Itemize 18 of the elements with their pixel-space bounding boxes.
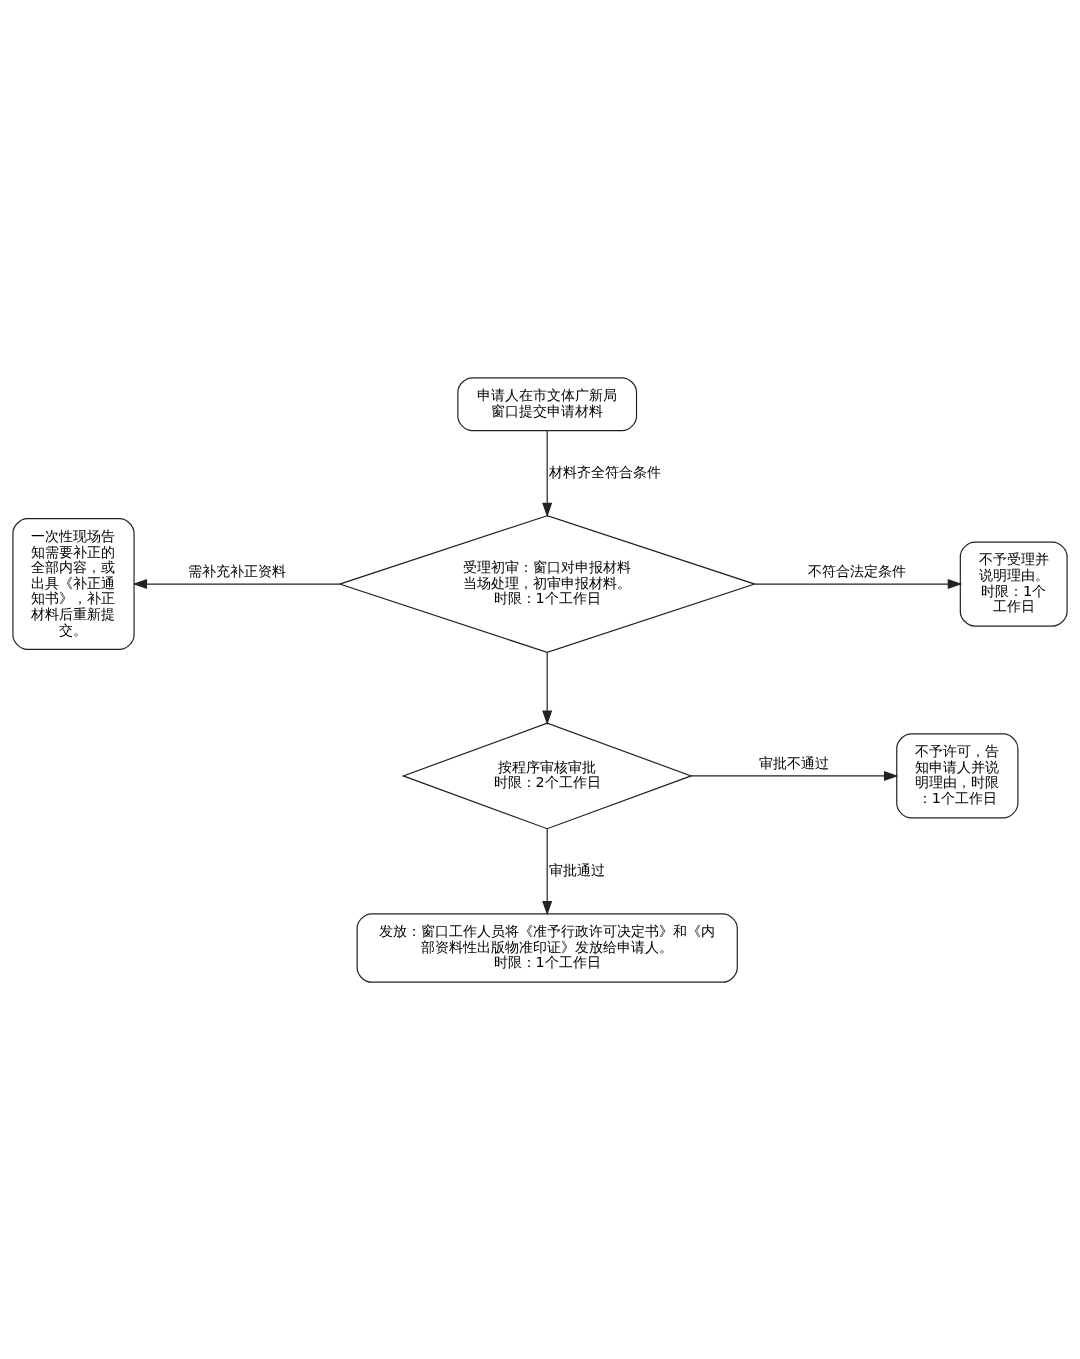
- arrow: [542, 827, 553, 915]
- edge-label: 审批通过: [548, 861, 605, 878]
- node-diamond: 按程序审核审批 时限：2个工作日: [401, 722, 693, 829]
- arrow: [542, 651, 553, 725]
- node-box: 申请人在市文体广新局窗口提交申请材料: [457, 376, 638, 431]
- arrow: [690, 770, 899, 781]
- edge-label: 不符合法定条件: [808, 562, 907, 579]
- node-box: 不予许可，告知申请人并说明理由，时限：1个工作日: [896, 732, 1019, 818]
- node-box: 一次性现场告知需要补正的全部内容，或出具《补正通知书》，补正材料后重新提交。: [12, 517, 135, 650]
- arrow: [132, 578, 341, 589]
- edge-label: 审批不通过: [758, 754, 829, 771]
- edge-label: 需补充补正资料: [187, 562, 286, 579]
- node-box: 发放：窗口工作人员将《准予行政许可决定书》和《内部资料性出版物准印证》发放给申请人。时限：1个工作日: [356, 912, 738, 983]
- node-box: 不予受理并说明理由。时限：1个工作日: [959, 541, 1068, 627]
- arrow: [542, 429, 553, 517]
- edge-label: 材料齐全符合条件: [549, 463, 662, 480]
- node-diamond: 受理初审：窗口对申报材料当场处理，初审申报材料。时限：1个工作日: [337, 514, 757, 653]
- arrow: [754, 578, 963, 589]
